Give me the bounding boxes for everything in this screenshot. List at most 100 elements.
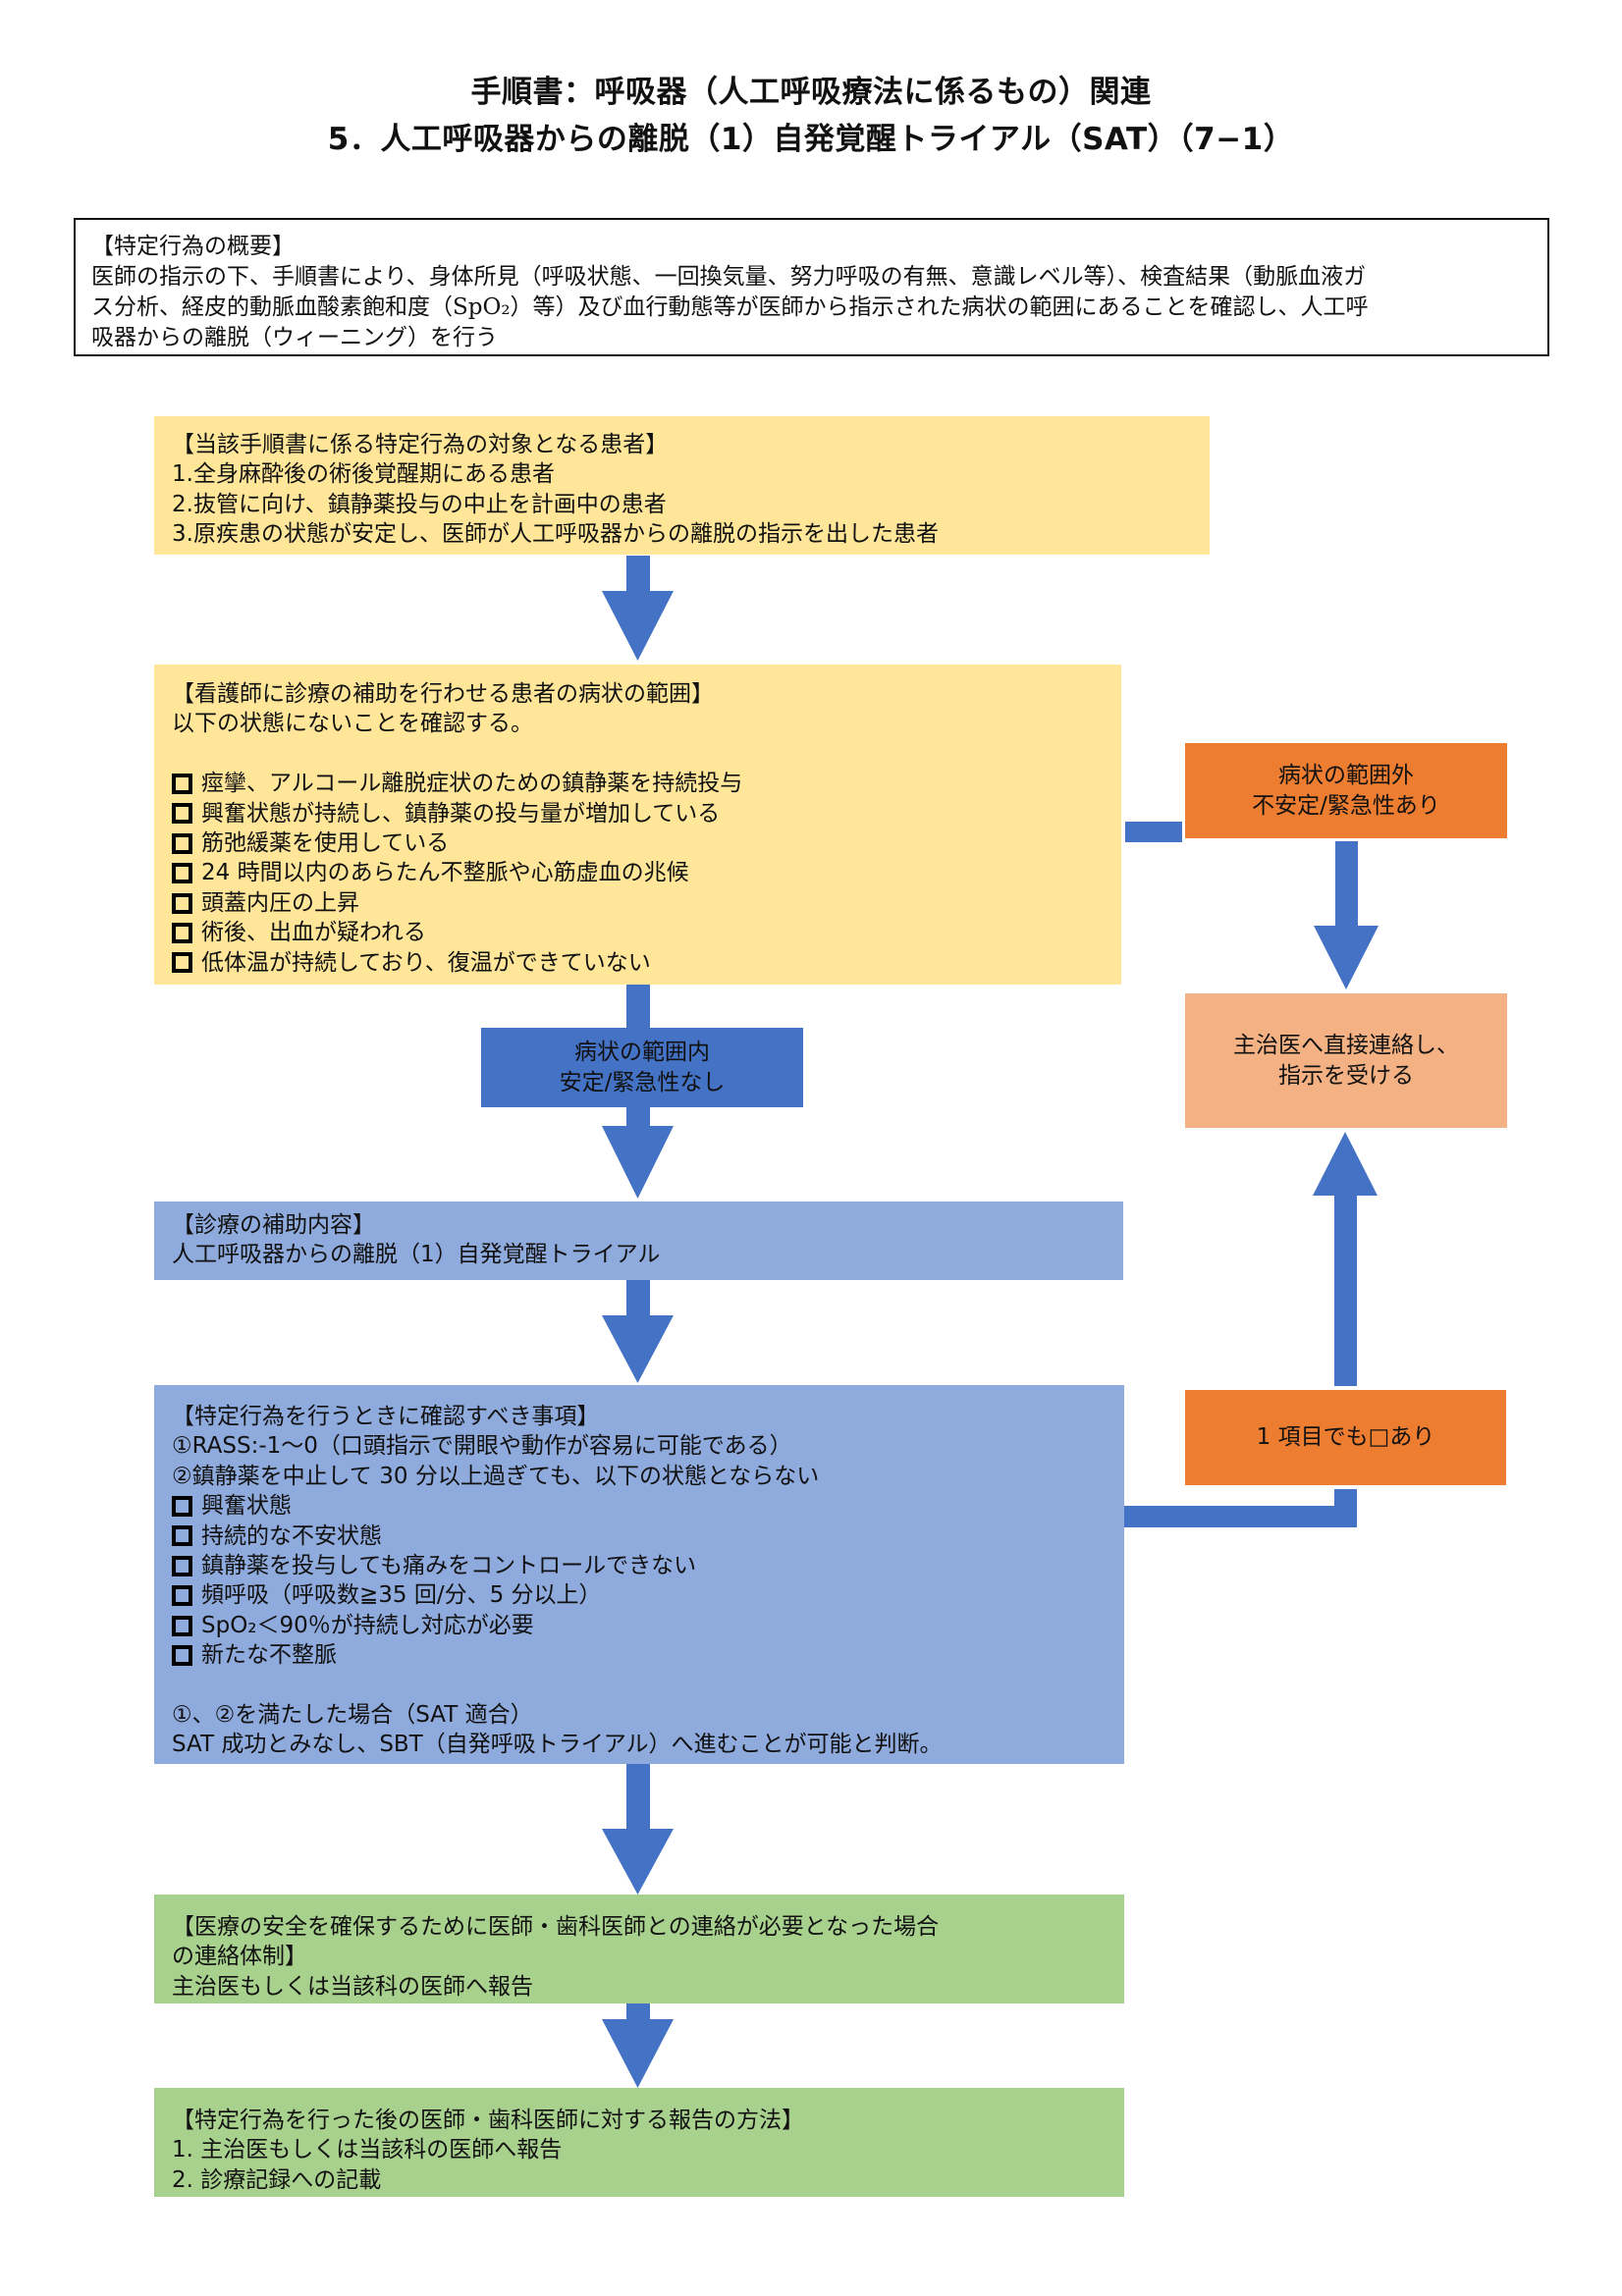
connector-horizontal	[1124, 1506, 1357, 1527]
checklist-item: 新たな不整脈	[172, 1640, 1124, 1670]
arrow-out-of-range-to-contact	[1314, 841, 1379, 989]
connector-vertical	[1334, 1489, 1357, 1527]
checks-item-2: ②鎮静薬を中止して 30 分以上過ぎても、以下の状態とならない	[172, 1463, 820, 1489]
report-method-item: 2. 診療記録への記載	[172, 2166, 382, 2193]
checks-heading: 【特定行為を行うときに確認すべき事項】	[172, 1404, 600, 1429]
checklist-item-label: 低体温が持続しており、復温ができていない	[201, 949, 651, 976]
checkbox-icon	[172, 922, 192, 943]
checklist-item-label: 24 時間以内のあらたん不整脈や心筋虚血の兆候	[201, 860, 689, 886]
checkbox-icon	[172, 1585, 192, 1607]
checklist-item: 頻呼吸（呼吸数≧35 回/分、5 分以上）	[172, 1580, 1124, 1610]
out-of-range-line-1: 病状の範囲外	[1278, 762, 1414, 788]
checklist-item-label: 術後、出血が疑われる	[201, 920, 426, 946]
in-range-box: 病状の範囲内 安定/緊急性なし	[481, 1028, 803, 1107]
checklist-item-label: 筋弛緩薬を使用している	[201, 830, 450, 857]
checklist-item: 低体温が持続しており、復温ができていない	[172, 948, 1121, 978]
overview-box: 【特定行為の概要】 医師の指示の下、手順書により、身体所見（呼吸状態、一回換気量…	[74, 218, 1549, 356]
checklist-item: 鎮静薬を投与しても痛みをコントロールできない	[172, 1551, 1124, 1580]
arrow-shaft	[1334, 1195, 1357, 1386]
arrow-head	[602, 2019, 674, 2088]
checklist-item: 痙攣、アルコール離脱症状のための鎮静薬を持続投与	[172, 769, 1121, 798]
checklist-item-label: 興奮状態が持続し、鎮静薬の投与量が増加している	[201, 800, 721, 827]
any-item-label: 1 項目でも□あり	[1256, 1424, 1435, 1450]
contact-system-heading: 【医療の安全を確保するために医師・歯科医師との連絡が必要となった場合	[172, 1914, 940, 1940]
checkbox-icon	[172, 832, 192, 854]
title-line-2: 5．人工呼吸器からの離脱（1）自発覚醒トライアル（SAT）（7−1）	[327, 122, 1295, 157]
checkbox-icon	[172, 892, 192, 914]
title-line-1: 手順書：呼吸器（人工呼吸療法に係るもの）関連	[470, 75, 1152, 110]
target-patients-item: 3.原疾患の状態が安定し、医師が人工呼吸器からの離脱の指示を出した患者	[172, 521, 939, 548]
arrow-head	[602, 1829, 674, 1895]
overview-heading: 【特定行為の概要】	[91, 234, 295, 259]
target-patients-item: 2.抜管に向け、鎮静薬投与の中止を計画中の患者	[172, 491, 667, 517]
contact-system-heading: の連絡体制】	[172, 1944, 307, 1970]
arrow-any-item-to-contact	[1313, 1132, 1378, 1386]
checkbox-icon	[172, 1495, 192, 1517]
checkbox-icon	[172, 1615, 192, 1636]
connector-range-to-in-range	[626, 985, 650, 1028]
checklist-item: 興奮状態	[172, 1491, 1124, 1521]
checklist-item-label: 鎮静薬を投与しても痛みをコントロールできない	[201, 1553, 697, 1579]
checklist-item-label: 興奮状態	[201, 1493, 292, 1520]
condition-range-box: 【看護師に診療の補助を行わせる患者の病状の範囲】 以下の状態にないことを確認する…	[154, 665, 1121, 985]
report-method-box: 【特定行為を行った後の医師・歯科医師に対する報告の方法】 1. 主治医もしくは当…	[154, 2088, 1124, 2197]
arrow-assist-to-checks	[602, 1280, 674, 1383]
overview-line: ス分析、経皮的動脈血酸素飽和度（SpO₂）等）及び血行動態等が医師から指示された…	[91, 294, 1369, 320]
arrow-shaft	[626, 556, 650, 592]
assist-content-box: 【診療の補助内容】 人工呼吸器からの離脱（1）自発覚醒トライアル	[154, 1201, 1123, 1280]
checkbox-icon	[172, 803, 192, 825]
report-method-item: 1. 主治医もしくは当該科の医師へ報告	[172, 2137, 563, 2163]
checklist-item: 持続的な不安状態	[172, 1522, 1124, 1551]
arrow-in-range-to-assist	[602, 1107, 674, 1199]
checklist-item-label: 頻呼吸（呼吸数≧35 回/分、5 分以上）	[201, 1582, 602, 1609]
checks-result-line-2: SAT 成功とみなし、SBT（自発呼吸トライアル）へ進むことが可能と判断。	[172, 1732, 943, 1758]
arrow-head	[602, 1315, 674, 1383]
checklist-item: 24 時間以内のあらたん不整脈や心筋虚血の兆候	[172, 858, 1121, 887]
checks-item-1: ①RASS:-1～0（口頭指示で開眼や動作が容易に可能である）	[172, 1433, 792, 1460]
checklist-item-label: 持続的な不安状態	[201, 1522, 382, 1549]
checklist-item-label: 痙攣、アルコール離脱症状のための鎮静薬を持続投与	[201, 771, 743, 797]
checks-box: 【特定行為を行うときに確認すべき事項】 ①RASS:-1～0（口頭指示で開眼や動…	[154, 1385, 1124, 1764]
arrow-shaft	[626, 1280, 650, 1316]
in-range-line-2: 安定/緊急性なし	[559, 1069, 726, 1095]
any-item-box: 1 項目でも□あり	[1185, 1390, 1506, 1485]
checkbox-icon	[172, 773, 192, 794]
in-range-line-1: 病状の範囲内	[574, 1039, 710, 1065]
assist-content-body: 人工呼吸器からの離脱（1）自発覚醒トライアル	[172, 1242, 661, 1268]
assist-content-heading: 【診療の補助内容】	[172, 1212, 375, 1238]
checkbox-icon	[172, 1525, 192, 1547]
arrow-head	[1314, 926, 1379, 989]
condition-range-intro: 以下の状態にないことを確認する。	[172, 711, 533, 737]
arrow-head	[602, 1126, 674, 1199]
page-title: 手順書：呼吸器（人工呼吸療法に係るもの）関連 5．人工呼吸器からの離脱（1）自発…	[0, 69, 1622, 163]
contact-physician-line-1: 主治医へ直接連絡し、	[1233, 1032, 1459, 1058]
arrow-target-to-range	[602, 556, 674, 661]
checkbox-icon	[172, 1644, 192, 1666]
arrow-head	[602, 591, 674, 661]
spacer	[172, 739, 1121, 769]
checklist-item: 術後、出血が疑われる	[172, 918, 1121, 947]
checklist-item: 頭蓋内圧の上昇	[172, 888, 1121, 918]
checklist-item-label: 新たな不整脈	[201, 1642, 337, 1669]
overview-line: 医師の指示の下、手順書により、身体所見（呼吸状態、一回換気量、努力呼吸の有無、意…	[91, 264, 1367, 290]
checkbox-icon	[172, 1555, 192, 1576]
report-method-heading: 【特定行為を行った後の医師・歯科医師に対する報告の方法】	[172, 2108, 804, 2133]
arrow-checks-to-contact-system	[602, 1764, 674, 1895]
checkbox-icon	[172, 863, 192, 884]
contact-system-box: 【医療の安全を確保するために医師・歯科医師との連絡が必要となった場合 の連絡体制…	[154, 1895, 1124, 2003]
spacer	[172, 1671, 1124, 1700]
target-patients-heading: 【当該手順書に係る特定行為の対象となる患者】	[172, 432, 669, 457]
arrow-shaft	[626, 2003, 650, 2020]
checklist-item: 筋弛緩薬を使用している	[172, 828, 1121, 858]
connector-checks-to-any-item	[1124, 1489, 1357, 1527]
out-of-range-line-2: 不安定/緊急性あり	[1252, 792, 1440, 819]
contact-physician-line-2: 指示を受ける	[1278, 1062, 1414, 1089]
checkbox-icon	[172, 952, 192, 974]
arrow-head	[1313, 1132, 1378, 1196]
arrow-shaft	[626, 1107, 650, 1127]
checklist-item: 興奮状態が持続し、鎮静薬の投与量が増加している	[172, 799, 1121, 828]
contact-physician-box: 主治医へ直接連絡し、 指示を受ける	[1185, 993, 1507, 1128]
arrow-shaft	[1335, 841, 1358, 927]
condition-range-heading: 【看護師に診療の補助を行わせる患者の病状の範囲】	[172, 681, 714, 707]
